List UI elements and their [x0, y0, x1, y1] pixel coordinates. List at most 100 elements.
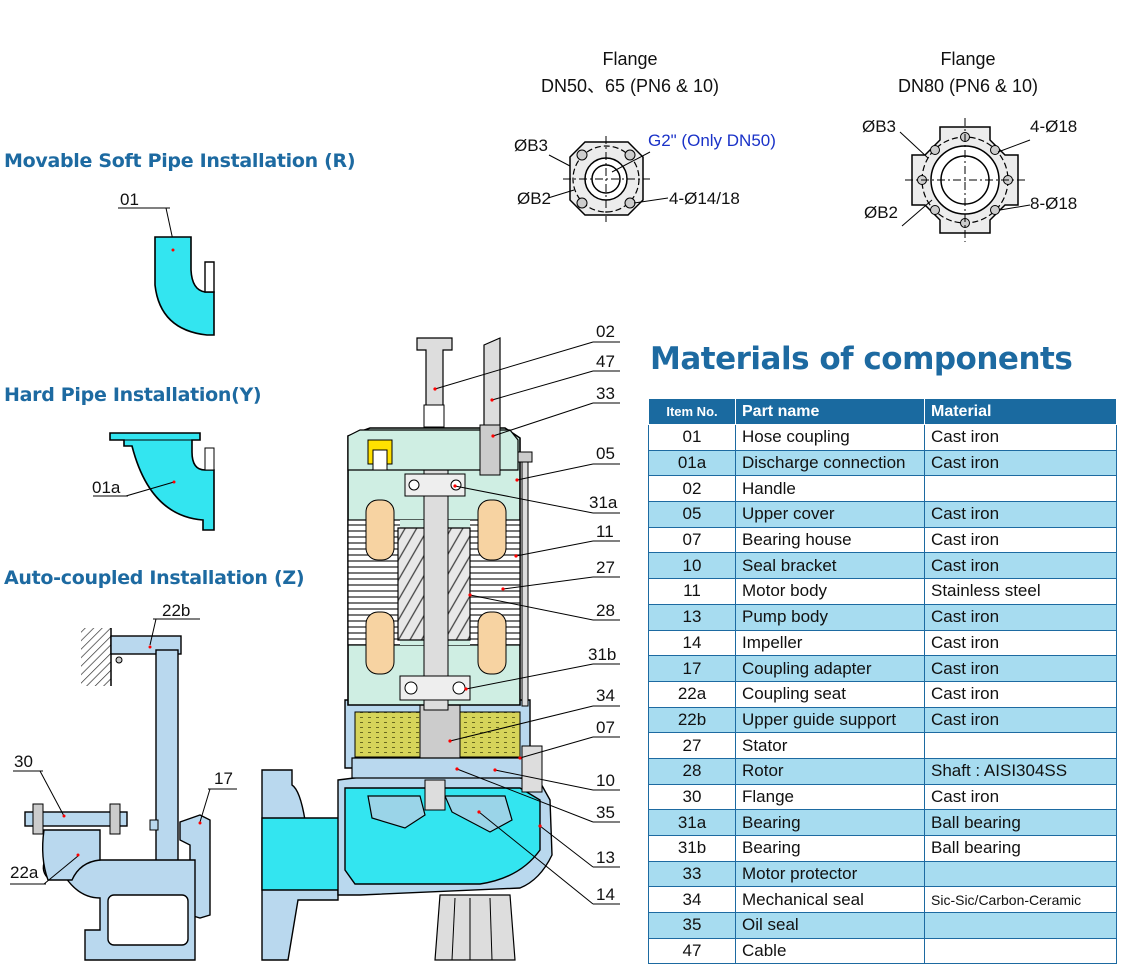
item-no-cell: 10	[648, 552, 736, 580]
item-no-cell: 30	[648, 783, 736, 811]
callout-11: 11	[596, 522, 614, 541]
item-no-cell: 47	[648, 937, 736, 965]
header-material: Material	[924, 398, 1117, 425]
part-name-cell: Mechanical seal	[735, 886, 925, 914]
item-no-cell: 28	[648, 757, 736, 785]
flange-small-b2-label: ØB2	[517, 189, 552, 208]
part-name-cell: Motor protector	[735, 860, 925, 888]
item-no-cell: 07	[648, 526, 736, 554]
material-cell: Sic-Sic/Carbon-Ceramic	[924, 886, 1117, 914]
part-name-cell: Handle	[735, 475, 925, 503]
part-label-30: 30	[14, 752, 33, 771]
hard-installation-title: Hard Pipe Installation(Y)	[4, 384, 262, 406]
material-cell: Cast iron	[924, 501, 1117, 528]
auto-coupled-drawing	[10, 618, 237, 961]
materials-header-row: Item No. Part name Material	[648, 398, 1117, 425]
part-name-cell: Coupling seat	[735, 680, 925, 708]
material-cell: Ball bearing	[924, 835, 1117, 862]
part-name-cell: Bearing	[735, 809, 925, 836]
part-name-cell: Motor body	[735, 578, 925, 605]
part-name-cell: Seal bracket	[735, 552, 925, 580]
part-name-cell: Coupling adapter	[735, 655, 925, 682]
item-no-cell: 02	[648, 475, 736, 503]
flange-small-holes-label: 4-Ø14/18	[669, 189, 740, 208]
auto-installation-title: Auto-coupled Installation (Z)	[4, 567, 305, 589]
callout-34: 34	[596, 686, 615, 705]
material-cell: Cast iron	[924, 552, 1117, 580]
callout-31b: 31b	[588, 645, 617, 664]
flange-large-caption-line1: Flange	[940, 49, 996, 69]
item-no-cell: 31b	[648, 835, 736, 862]
callout-27: 27	[596, 558, 615, 577]
item-no-cell: 05	[648, 501, 736, 528]
material-cell: Cast iron	[924, 783, 1117, 811]
item-no-cell: 33	[648, 860, 736, 888]
material-cell: Cast iron	[924, 424, 1117, 451]
callout-05: 05	[596, 444, 615, 463]
callout-31a: 31a	[589, 493, 618, 512]
discharge-connection-drawing	[93, 432, 215, 531]
part-label-17: 17	[214, 769, 233, 788]
flange-large-caption: Flange DN80 (PN6 & 10)	[858, 46, 1078, 100]
part-name-cell: Oil seal	[735, 912, 925, 939]
part-name-cell: Impeller	[735, 629, 925, 657]
flange-small-b3-label: ØB3	[514, 136, 549, 155]
material-cell	[924, 475, 1117, 503]
material-cell	[924, 732, 1117, 759]
callout-33: 33	[596, 384, 615, 403]
part-name-cell: Hose coupling	[735, 424, 925, 451]
movable-installation-title: Movable Soft Pipe Installation (R)	[4, 150, 356, 172]
material-cell: Cast iron	[924, 655, 1117, 682]
part-name-cell: Bearing	[735, 835, 925, 862]
header-part-name: Part name	[735, 398, 925, 425]
part-name-cell: Stator	[735, 732, 925, 759]
callout-28: 28	[596, 601, 615, 620]
part-name-cell: Rotor	[735, 757, 925, 785]
flange-large-caption-line2: DN80 (PN6 & 10)	[897, 76, 1039, 96]
material-cell	[924, 860, 1117, 888]
materials-title: Materials of components	[650, 341, 1073, 377]
material-cell: Cast iron	[924, 526, 1117, 554]
item-no-cell: 13	[648, 603, 736, 631]
material-cell: Cast iron	[924, 603, 1117, 631]
material-cell	[924, 937, 1117, 965]
material-cell	[924, 912, 1117, 939]
part-label-22a: 22a	[10, 863, 39, 882]
flange-small-caption: Flange DN50、65 (PN6 & 10)	[520, 46, 740, 100]
material-cell: Cast iron	[924, 680, 1117, 708]
item-no-cell: 22b	[648, 706, 736, 734]
part-name-cell: Bearing house	[735, 526, 925, 554]
callout-14: 14	[596, 885, 615, 904]
callout-35: 35	[596, 803, 615, 822]
callout-07: 07	[596, 718, 615, 737]
material-cell: Ball bearing	[924, 809, 1117, 836]
material-cell: Stainless steel	[924, 578, 1117, 605]
item-no-cell: 14	[648, 629, 736, 657]
part-name-cell: Upper guide support	[735, 706, 925, 734]
flange-small-caption-line2: DN50、65 (PN6 & 10)	[540, 76, 720, 96]
flange-large-b2-label: ØB2	[864, 203, 899, 222]
header-item-no: Item No.	[648, 398, 736, 425]
item-no-cell: 01	[648, 424, 736, 451]
callout-47: 47	[596, 352, 615, 371]
flange-small-thread-label: G2" (Only DN50)	[648, 131, 776, 150]
hose-coupling-drawing	[118, 207, 215, 336]
item-no-cell: 11	[648, 578, 736, 605]
item-no-cell: 27	[648, 732, 736, 759]
